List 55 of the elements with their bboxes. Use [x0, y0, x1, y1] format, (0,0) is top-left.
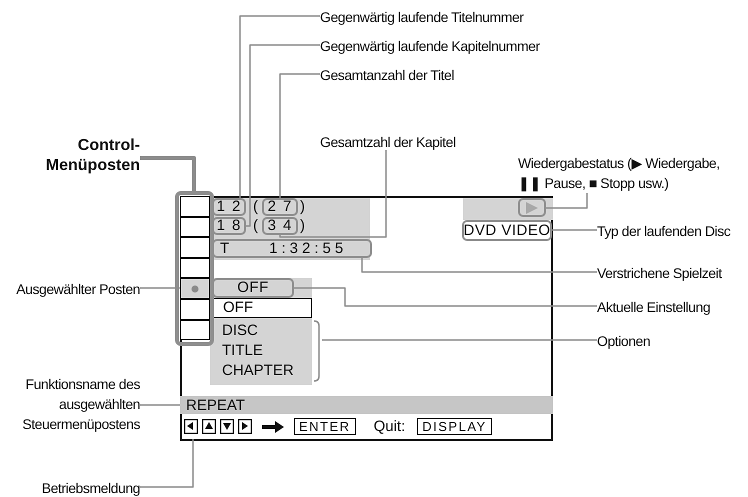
- osd-text: 27: [268, 200, 298, 214]
- osd-text: 12: [216, 200, 248, 214]
- leader-line: [279, 150, 387, 238]
- callout-text: Gegenwärtig laufende Titelnummer: [320, 7, 590, 25]
- leader-line: [239, 15, 320, 198]
- leader-line: [140, 404, 180, 406]
- leader-line: [140, 287, 180, 289]
- callout-text: Verstrichene Spielzeit: [597, 263, 747, 281]
- callout-text: Betriebsmeldung: [6, 478, 140, 496]
- osd-field: [262, 198, 298, 216]
- selected-menu-cell: [180, 278, 210, 299]
- leader-line: [322, 339, 597, 341]
- callout-text: Gegenwärtig laufende Kapitelnummer: [320, 36, 610, 54]
- function-name-bar: REPEAT: [180, 396, 553, 414]
- osd-text: T: [220, 242, 234, 256]
- leader-line: [294, 287, 597, 307]
- option-text: TITLE: [221, 341, 264, 361]
- bracket-symbol: (: [253, 217, 258, 235]
- tv-screen-frame: [180, 196, 553, 441]
- osd-field: [212, 198, 246, 216]
- callout-text: Optionen: [597, 331, 747, 349]
- callout-text: Gesamtanzahl der Titel: [320, 65, 520, 83]
- leader-line: [140, 156, 196, 191]
- leader-line: [246, 44, 320, 227]
- osd-field: [462, 220, 552, 241]
- osd-text: DVD VIDEO: [464, 224, 551, 238]
- option-text: CHAPTER: [221, 361, 295, 381]
- callout-text: Control-Menüposten: [8, 136, 140, 176]
- callout-text: Funktionsname des ausgewählten Steuermenüpostens: [18, 374, 140, 436]
- menu-column: [175, 191, 214, 346]
- playback-status-field: [518, 198, 546, 217]
- leader-line: [361, 258, 597, 273]
- key-label: ENTER: [294, 418, 356, 435]
- leader-line: [140, 439, 194, 488]
- osd-field: [262, 217, 298, 235]
- bracket-symbol: (: [253, 198, 258, 216]
- osd-text: 1:32:55: [269, 242, 348, 256]
- callout-text: Ausgewählter Posten: [6, 279, 140, 297]
- callout-text: Wiedergabestatus (▶ Wiedergabe, ❚❚ Pause, ■ Stopp usw.): [518, 153, 746, 193]
- callout-text: Gesamtzahl der Kapitel: [320, 132, 490, 150]
- osd-text: 34: [268, 219, 298, 233]
- leader-line: [552, 229, 597, 231]
- callout-text: Typ der laufenden Disc: [597, 221, 747, 239]
- quit-text: Quit:: [374, 418, 406, 435]
- osd-text: OFF: [237, 281, 269, 295]
- key-label: DISPLAY: [417, 418, 492, 435]
- time-display: [212, 239, 372, 258]
- osd-field: [212, 217, 246, 235]
- leader-line: [546, 193, 588, 209]
- bracket-symbol: ): [300, 198, 305, 216]
- bracket-symbol: ): [300, 217, 305, 235]
- osd-text: 18: [216, 219, 248, 233]
- callout-text: Aktuelle Einstellung: [597, 297, 747, 315]
- option-text: DISC: [221, 321, 259, 341]
- leader-line: [279, 73, 320, 198]
